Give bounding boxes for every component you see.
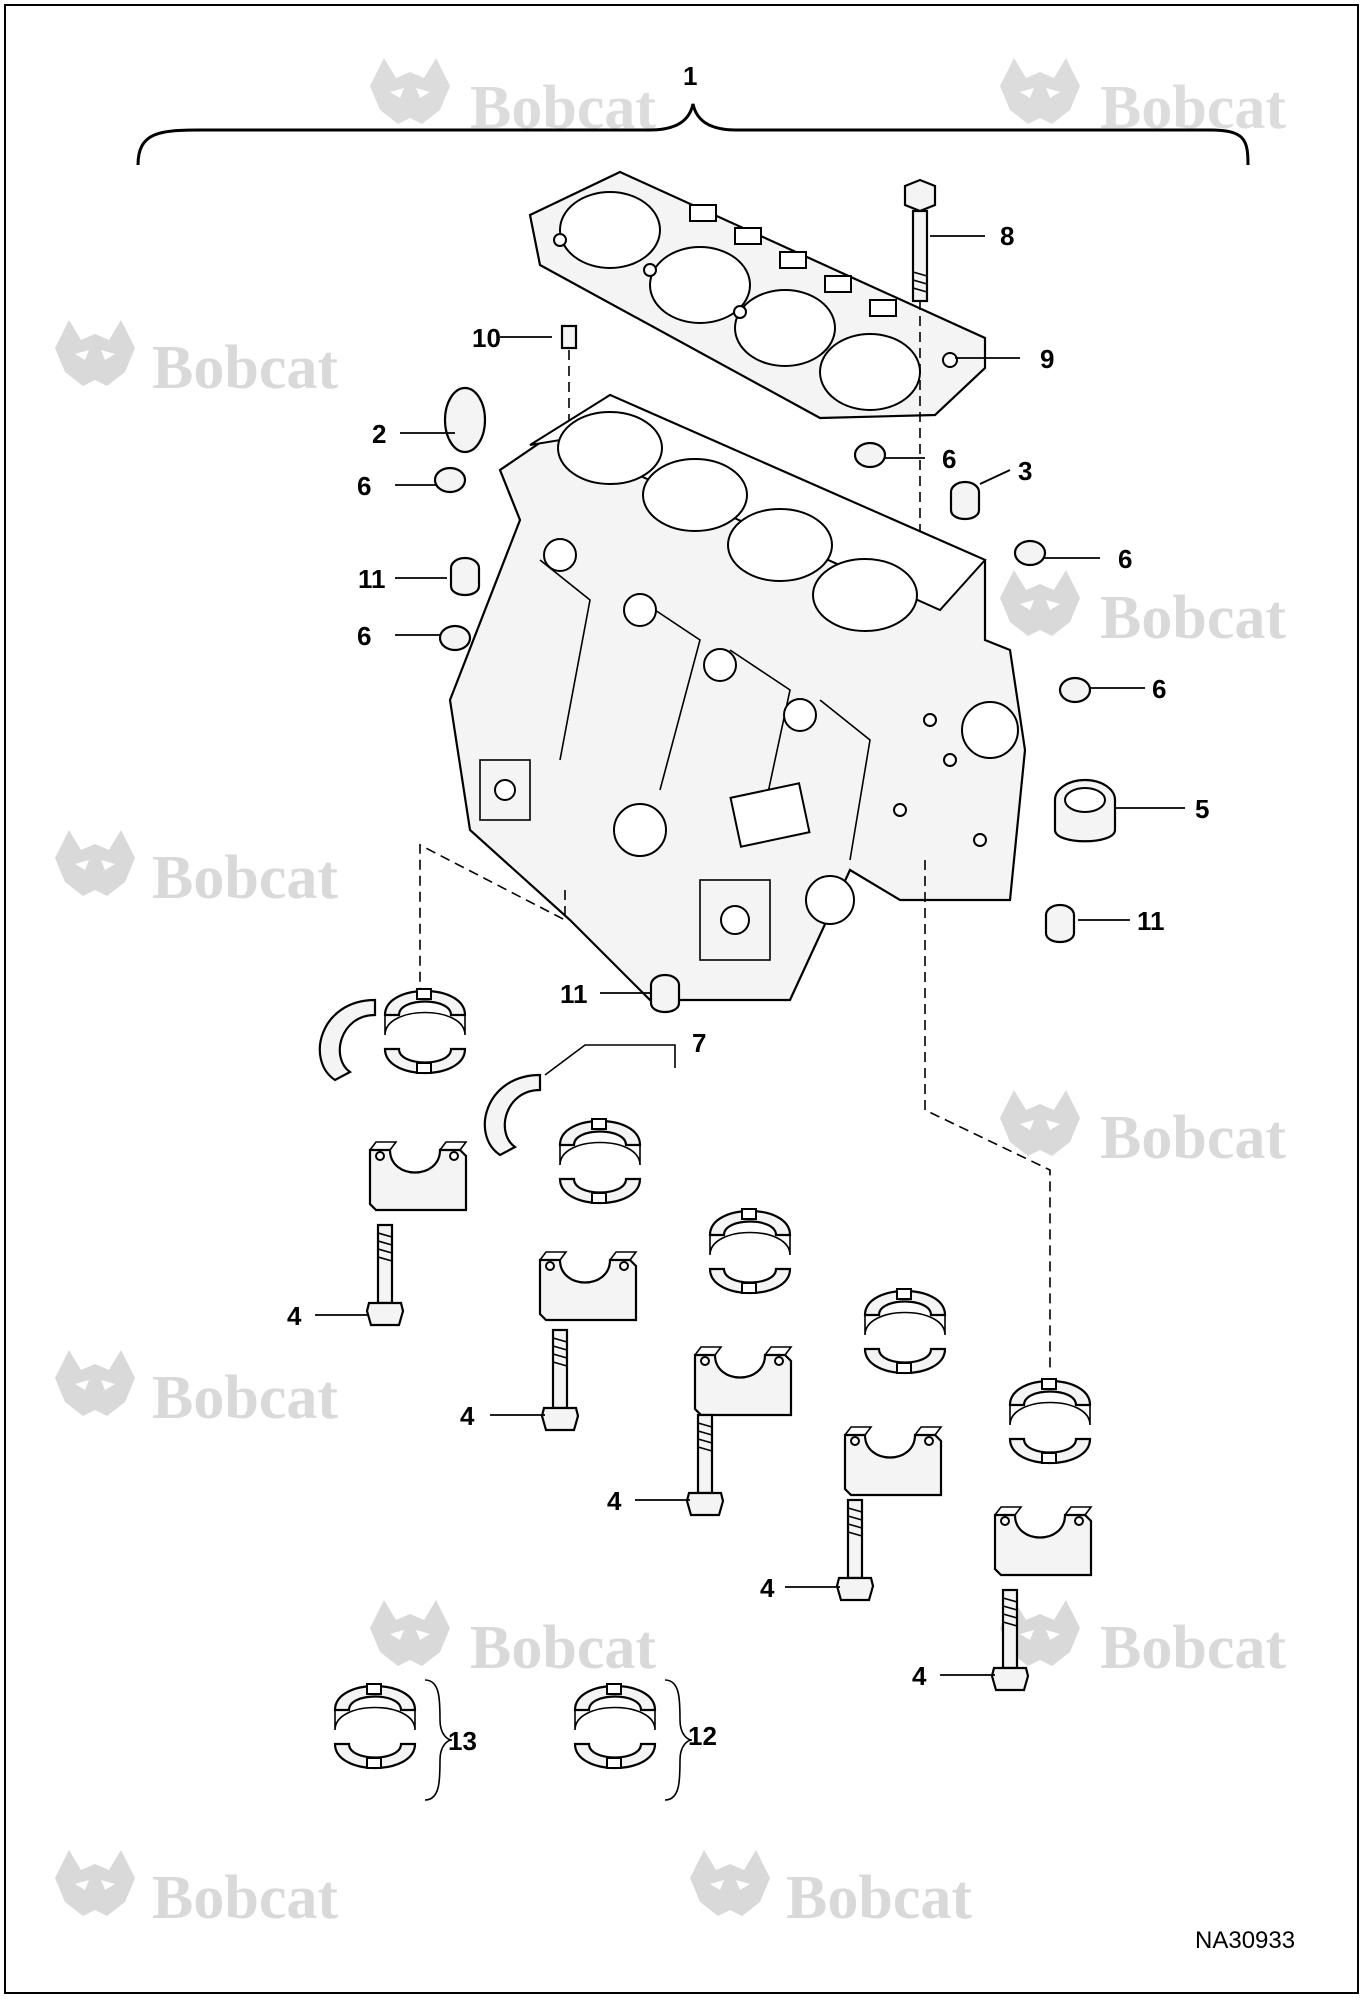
cap-plug (433, 441, 1092, 704)
watermark-brand: Bobcat (470, 1614, 656, 1682)
head-gasket (528, 170, 987, 420)
bobcat-logo-icon (55, 830, 135, 896)
cylinder-block (448, 393, 1027, 1002)
callout-5: 5 (1195, 794, 1209, 824)
bobcat-logo-icon (1000, 1090, 1080, 1156)
callouts: 1 8 9 10 2 6 6 3 11 6 6 6 5 11 11 7 4 4 … (287, 61, 1209, 1756)
bearing-set-13 (333, 1682, 417, 1770)
dowel-pin (560, 324, 578, 350)
bracket-13 (424, 1679, 453, 1801)
watermark-brand: Bobcat (470, 74, 656, 142)
callout-6: 6 (357, 471, 371, 501)
callout-6: 6 (357, 621, 371, 651)
callout-1: 1 (683, 61, 697, 91)
callout-13: 13 (448, 1726, 477, 1756)
callout-4: 4 (912, 1661, 927, 1691)
callout-12: 12 (688, 1721, 717, 1751)
callout-10: 10 (472, 323, 501, 353)
figure-reference-code: NA30933 (1195, 1927, 1295, 1954)
bobcat-logo-icon (370, 1600, 450, 1666)
bobcat-logo-icon (55, 1850, 135, 1916)
watermark-brand: Bobcat (786, 1864, 972, 1932)
callout-4: 4 (460, 1401, 475, 1431)
watermark-brand: Bobcat (1100, 584, 1286, 652)
bobcat-logo-icon (690, 1850, 770, 1916)
callout-6: 6 (1118, 544, 1132, 574)
callout-11: 11 (560, 979, 588, 1009)
bobcat-logo-icon (370, 58, 450, 124)
callout-9: 9 (1040, 344, 1054, 374)
leader-lines (315, 235, 1185, 1676)
thrust-washer (318, 998, 542, 1157)
callout-11: 11 (358, 564, 386, 594)
watermark-brand: Bobcat (152, 844, 338, 912)
callout-4: 4 (760, 1573, 775, 1603)
watermark-brand: Bobcat (152, 334, 338, 402)
bobcat-logo-icon (55, 1350, 135, 1416)
bobcat-logo-icon (1000, 58, 1080, 124)
expansion-plug (443, 386, 487, 454)
callout-3: 3 (1018, 456, 1032, 486)
watermark-brand: Bobcat (152, 1864, 338, 1932)
bracket-12 (664, 1679, 693, 1801)
callout-7: 7 (692, 1028, 706, 1058)
callout-bracket (544, 1044, 676, 1076)
head-bolt (903, 178, 937, 303)
main-bearing-cap (368, 1140, 1093, 1577)
callout-8: 8 (1000, 221, 1014, 251)
watermark-row-2: Bobcat Bobcat Bobcat Bobcat Bobcat Bobca… (55, 320, 1286, 1932)
assembly-brace (136, 103, 1250, 166)
callout-2: 2 (372, 419, 386, 449)
watermark-brand: Bobcat (1100, 1104, 1286, 1172)
watermark-brand: Bobcat (1100, 1614, 1286, 1682)
callout-4: 4 (607, 1486, 622, 1516)
callout-4: 4 (287, 1301, 302, 1331)
rear-bushing (1053, 778, 1117, 843)
callout-11: 11 (1137, 906, 1165, 936)
callout-6: 6 (1152, 674, 1166, 704)
watermark-brand: Bobcat (152, 1364, 338, 1432)
watermark-brand: Bobcat (1100, 74, 1286, 142)
bearing-set-12 (573, 1682, 657, 1770)
callout-6: 6 (942, 444, 956, 474)
diagram-frame (4, 4, 1359, 1994)
assembly-dash-lines (419, 843, 1051, 1370)
bobcat-logo-icon (1000, 570, 1080, 636)
bobcat-logo-icon (55, 320, 135, 386)
